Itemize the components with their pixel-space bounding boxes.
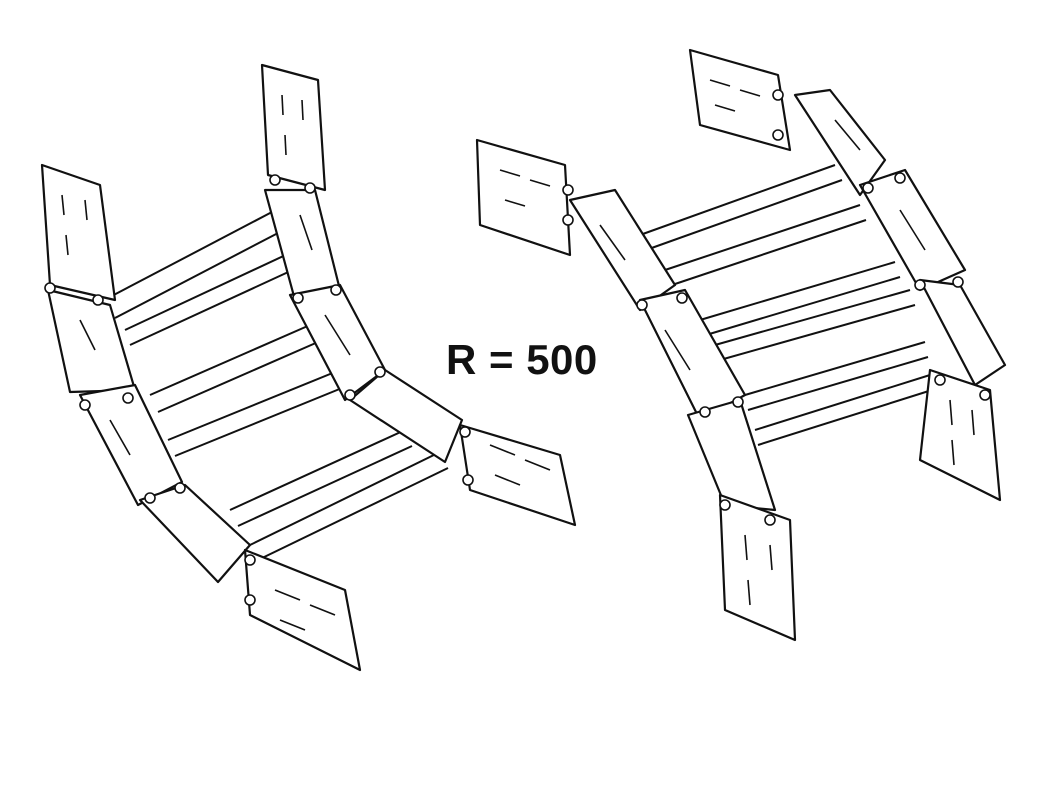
rung — [639, 164, 843, 251]
radius-label: R = 500 — [446, 336, 598, 383]
connector-plate — [40, 163, 117, 302]
right-bend-inner-rail — [688, 48, 1007, 502]
connector-plate — [688, 48, 792, 152]
connector-plate — [46, 288, 137, 394]
rung — [744, 341, 929, 411]
plate-slots — [61, 94, 551, 631]
connector-plate — [638, 288, 747, 422]
connector-plate — [243, 548, 362, 672]
left-bend-outer-rail — [40, 163, 362, 672]
rung — [714, 289, 916, 361]
rung — [167, 371, 343, 457]
connector-plate — [718, 493, 797, 642]
rung — [149, 324, 319, 413]
rung — [229, 429, 413, 527]
rung — [699, 261, 901, 336]
rung — [107, 211, 281, 319]
connector-plate — [918, 368, 1002, 502]
connector-plate — [686, 398, 777, 512]
right-bend-rungs — [639, 164, 933, 446]
right-bend-outer-rail — [475, 138, 797, 642]
left-ladder-bend — [40, 63, 577, 672]
bolts — [44, 174, 474, 606]
connector-plate — [475, 138, 572, 257]
connector-plate — [263, 188, 342, 302]
connector-plate — [568, 188, 677, 312]
left-bend-rungs — [107, 211, 449, 561]
connector-plate — [348, 368, 464, 464]
connector-plate — [793, 88, 887, 197]
rung — [124, 251, 298, 346]
plate-slots — [499, 79, 975, 606]
rung — [664, 204, 867, 286]
connector-plate — [918, 278, 1007, 387]
right-ladder-bend — [475, 48, 1007, 642]
connector-plate — [260, 63, 327, 192]
rung — [249, 451, 449, 561]
rung — [754, 374, 933, 446]
left-bend-inner-rail — [260, 63, 577, 527]
bolts — [562, 89, 991, 526]
connector-plate — [458, 423, 577, 527]
connector-plate — [78, 383, 184, 507]
connector-plate — [138, 483, 252, 584]
